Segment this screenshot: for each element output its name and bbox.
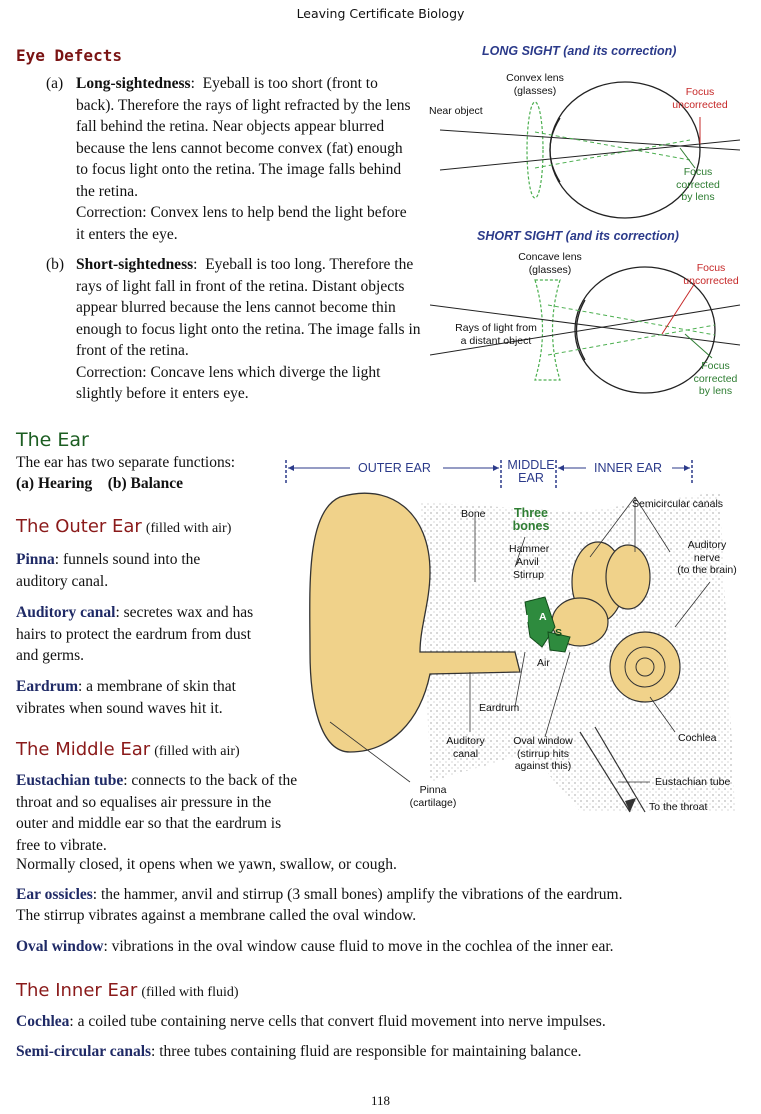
inner-ear-note: (filled with fluid) — [141, 985, 239, 1000]
long-sight-term: Long-sightedness — [76, 75, 191, 92]
eustachian-text: : connects to the back of the throat and… — [16, 772, 298, 854]
h-marker: H — [521, 613, 529, 625]
concave-lens-label: Concave lens (glasses) — [518, 251, 582, 276]
long-sight-diagram — [439, 81, 741, 219]
eardrum-term: Eardrum — [16, 678, 78, 695]
short-sight-correction: Correction: Concave lens which diverge t… — [76, 363, 381, 403]
inner-ear-heading: The Inner Ear (filled with fluid) — [16, 980, 239, 1001]
s-marker: S — [555, 627, 563, 639]
eardrum-label: Eardrum — [479, 702, 520, 714]
bone-label: Bone — [461, 508, 486, 520]
eardrum-definition: Eardrum: a membrane of skin that vibrate… — [16, 676, 278, 719]
outer-ear-heading: The Outer Ear (filled with air) — [16, 516, 231, 537]
ossicles-text-2: The stirrup vibrates against a membrane … — [16, 907, 417, 924]
ossicles-text: : the hammer, anvil and stirrup (3 small… — [92, 886, 623, 903]
middle-ear-note: (filled with air) — [154, 744, 240, 759]
outer-ear-title: The Outer Ear — [16, 516, 142, 537]
canal-text: : secretes wax and has hairs to protect … — [16, 604, 254, 664]
a-marker: A — [539, 611, 547, 623]
ear-heading: The Ear — [16, 429, 89, 451]
ear-functions: (a) Hearing (b) Balance — [16, 475, 184, 492]
canal-term: Auditory canal — [16, 604, 116, 621]
semicircular-definition: Semi-circular canals: three tubes contai… — [16, 1041, 736, 1063]
page-number: 118 — [370, 1093, 391, 1108]
inner-ear-region-label: INNER EAR — [594, 461, 663, 475]
cochlea-label: Cochlea — [678, 732, 717, 744]
ear-intro: The ear has two separate functions: — [16, 454, 236, 471]
oval-window-text: : vibrations in the oval window cause fl… — [103, 938, 614, 955]
oval-window-term: Oval window — [16, 938, 104, 955]
ossicles-definition: Ear ossicles: the hammer, anvil and stir… — [16, 884, 716, 906]
convex-lens-shape — [526, 101, 544, 199]
air-label: Air — [537, 657, 550, 669]
throat-label: To the throat — [649, 801, 708, 813]
auditory-nerve-label: Auditory nerve (to the brain) — [677, 539, 737, 576]
convex-lens-label: Convex lens (glasses) — [506, 72, 564, 97]
oval-window-definition: Oval window: vibrations in the oval wind… — [16, 936, 716, 958]
middle-ear-title: The Middle Ear — [16, 739, 151, 760]
concave-lens-shape — [534, 279, 561, 381]
pinna-shape — [309, 492, 521, 753]
eustachian-definition: Eustachian tube: connects to the back of… — [16, 770, 301, 856]
middle-ear-region-label: MIDDLE EAR — [507, 458, 555, 485]
short-sight-title: SHORT SIGHT (and its correction) — [477, 229, 679, 243]
stirrup-shape — [547, 631, 571, 653]
stirrup-label: Stirrup — [513, 569, 544, 581]
pinna-text: : funnels sound into the auditory canal. — [16, 551, 201, 590]
item-label-b: (b) — [46, 256, 65, 273]
oval-window-label: Oval window (stirrup hits against this) — [513, 735, 573, 772]
long-sight-paragraph: (a) Long-sightedness: Eyeball is too sho… — [46, 73, 416, 245]
short-focus-corrected-label: Focus corrected by lens — [693, 360, 738, 397]
long-focus-corrected-label: Focus corrected by lens — [676, 166, 720, 203]
semicircular-term: Semi-circular canals — [16, 1043, 152, 1060]
hammer-label: Hammer — [509, 543, 550, 555]
auditory-canal-label: Auditory canal — [446, 735, 485, 760]
pinna-label: Pinna (cartilage) — [409, 784, 457, 809]
short-sight-term: Short-sightedness — [76, 256, 194, 273]
eardrum-text: : a membrane of skin that vibrates when … — [16, 678, 236, 717]
short-sight-text-2: Distant objects appear blurred because t… — [76, 277, 421, 360]
long-sight-text-1: Eyeball is too short (front to back). Th… — [76, 75, 378, 114]
eye-lens-shape — [549, 117, 561, 183]
anvil-label: Anvil — [516, 556, 539, 568]
eye-defects-heading: Eye Defects — [16, 46, 122, 65]
outer-ear-note: (filled with air) — [145, 521, 232, 536]
ear-diagram — [285, 460, 735, 813]
short-sight-text-1: Eyeball is too long. Therefore the rays … — [76, 256, 414, 295]
cochlea-definition: Cochlea: a coiled tube containing nerve … — [16, 1011, 736, 1033]
long-sight-text-2: by the lens fall behind the retina. Near… — [76, 96, 411, 200]
short-focus-uncorrected-label: Focus uncorrected — [683, 262, 739, 287]
long-sight-title: LONG SIGHT (and its correction) — [482, 44, 677, 58]
cochlea-shape — [609, 631, 681, 703]
semicircular-canal-2 — [605, 544, 651, 610]
semicircular-label: Semicircular canals — [632, 498, 724, 510]
eustachian-term: Eustachian tube — [16, 772, 124, 789]
pinna-term: Pinna — [16, 551, 55, 568]
item-label-a: (a) — [46, 75, 64, 92]
ossicles-term: Ear ossicles — [16, 886, 93, 903]
eustachian-text-2: Normally closed, it opens when we yawn, … — [16, 856, 397, 873]
middle-ear-heading: The Middle Ear (filled with air) — [16, 739, 240, 760]
canal-definition: Auditory canal: secretes wax and has hai… — [16, 602, 266, 667]
long-sight-correction: Correction: Convex lens to help bend the… — [76, 204, 407, 243]
semicircular-text: : three tubes containing fluid are respo… — [151, 1043, 582, 1060]
three-bones-label: Three bones — [512, 506, 550, 533]
cochlea-term: Cochlea — [16, 1013, 70, 1030]
inner-ear-title: The Inner Ear — [16, 980, 138, 1001]
near-object-label: Near object — [429, 105, 483, 117]
long-focus-uncorrected-label: Focus uncorrected — [672, 86, 728, 111]
cochlea-text: : a coiled tube containing nerve cells t… — [69, 1013, 606, 1030]
short-sight-paragraph: (b) Short-sightedness: Eyeball is too lo… — [46, 254, 426, 405]
pinna-definition: Pinna: funnels sound into the auditory c… — [16, 549, 246, 592]
outer-ear-region-label: OUTER EAR — [358, 461, 431, 475]
short-sight-diagram — [430, 266, 741, 394]
eustachian-label: Eustachian tube — [655, 776, 731, 788]
distant-rays-label: Rays of light from a distant object — [455, 322, 537, 347]
running-header: Leaving Certificate Biology — [296, 6, 465, 21]
